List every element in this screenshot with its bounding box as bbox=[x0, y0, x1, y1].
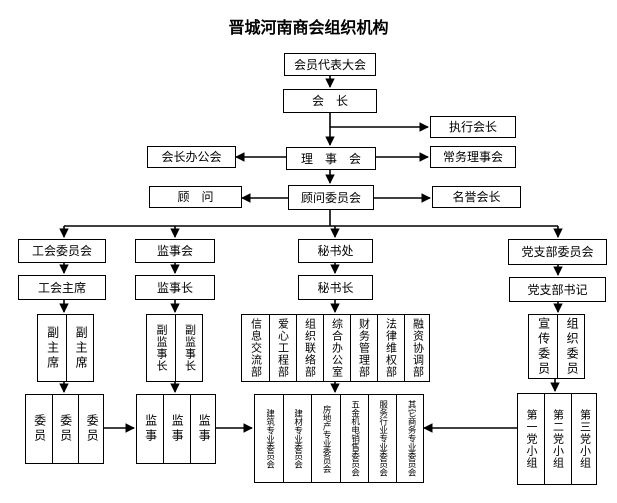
professional-committee: 建筑专业委员会 bbox=[264, 408, 275, 469]
union-member: 委员 bbox=[85, 414, 100, 444]
union-member: 委员 bbox=[32, 414, 47, 444]
party-group: 第二党小组 bbox=[551, 409, 565, 469]
department: 爱心工程部 bbox=[276, 318, 290, 378]
node-union-chair: 工会主席 bbox=[18, 275, 106, 300]
union-member: 委员 bbox=[58, 414, 73, 444]
department: 融资协调部 bbox=[411, 318, 425, 378]
department: 财务管理部 bbox=[357, 318, 371, 378]
vice-chief-supervisor: 副监事长 bbox=[183, 324, 197, 372]
department: 法律维权部 bbox=[384, 318, 398, 378]
department-group: 信息交流部 爱心工程部 组织联络部 综合办公室 财务管理部 法律维权部 融资协调… bbox=[241, 314, 430, 382]
supervisor: 监事 bbox=[143, 414, 158, 444]
professional-committee: 房地产专业委员会 bbox=[321, 404, 332, 473]
node-honorary-president: 名誉会长 bbox=[432, 186, 521, 208]
professional-committee: 五金机电销售委员会 bbox=[349, 400, 360, 477]
party-committee-member: 宣传委员 bbox=[536, 316, 551, 377]
department: 信息交流部 bbox=[249, 318, 263, 378]
supervisor-group: 监事 监事 监事 bbox=[136, 394, 216, 464]
node-executive-president: 执行会长 bbox=[430, 116, 516, 138]
department: 组织联络部 bbox=[303, 318, 317, 378]
union-member-group: 委员 委员 委员 bbox=[25, 394, 104, 464]
vice-chief-supervisor: 副监事长 bbox=[155, 324, 169, 372]
party-member-group: 宣传委员 组织委员 bbox=[528, 314, 585, 379]
party-group: 第三党小组 bbox=[578, 409, 592, 469]
party-group-set: 第一党小组 第二党小组 第三党小组 bbox=[517, 393, 597, 485]
node-standing-council: 常务理事会 bbox=[430, 146, 516, 168]
node-president-office: 会长办公会 bbox=[147, 146, 236, 168]
union-vice-chair: 副主席 bbox=[74, 325, 89, 371]
node-party-secretary: 党支部书记 bbox=[509, 277, 606, 302]
node-union-committee: 工会委员会 bbox=[18, 239, 106, 263]
chart-title: 晋城河南商会组织机构 bbox=[228, 18, 389, 37]
department: 综合办公室 bbox=[330, 318, 344, 378]
node-secretariat: 秘书处 bbox=[298, 239, 373, 263]
supervisor: 监事 bbox=[197, 414, 212, 444]
node-party-committee: 党支部委员会 bbox=[508, 239, 607, 265]
node-member-assembly: 会员代表大会 bbox=[284, 53, 376, 76]
node-supervisory-board: 监事会 bbox=[135, 239, 215, 263]
party-group: 第一党小组 bbox=[525, 409, 539, 469]
vice-supervisor-group: 副监事长 副监事长 bbox=[146, 314, 203, 382]
node-advisor: 顾 问 bbox=[149, 186, 242, 208]
union-vice-chair: 副主席 bbox=[45, 325, 60, 371]
professional-committee-group: 建筑专业委员会 建材专业委员会 房地产专业委员会 五金机电销售委员会 服务行业专… bbox=[254, 394, 424, 483]
node-advisory-committee: 顾问委员会 bbox=[288, 185, 374, 210]
professional-committee: 其它商务专业委员会 bbox=[406, 400, 417, 477]
professional-committee: 服务行业专业委员会 bbox=[377, 400, 388, 477]
node-president: 会 长 bbox=[283, 89, 377, 113]
professional-committee: 建材专业委员会 bbox=[292, 408, 303, 469]
supervisor: 监事 bbox=[170, 414, 185, 444]
union-vice-chair-group: 副主席 副主席 bbox=[37, 314, 94, 382]
party-committee-member: 组织委员 bbox=[565, 316, 580, 377]
node-chief-supervisor: 监事长 bbox=[135, 275, 215, 300]
node-secretary-general: 秘书长 bbox=[298, 275, 373, 300]
node-council: 理 事 会 bbox=[286, 147, 376, 170]
